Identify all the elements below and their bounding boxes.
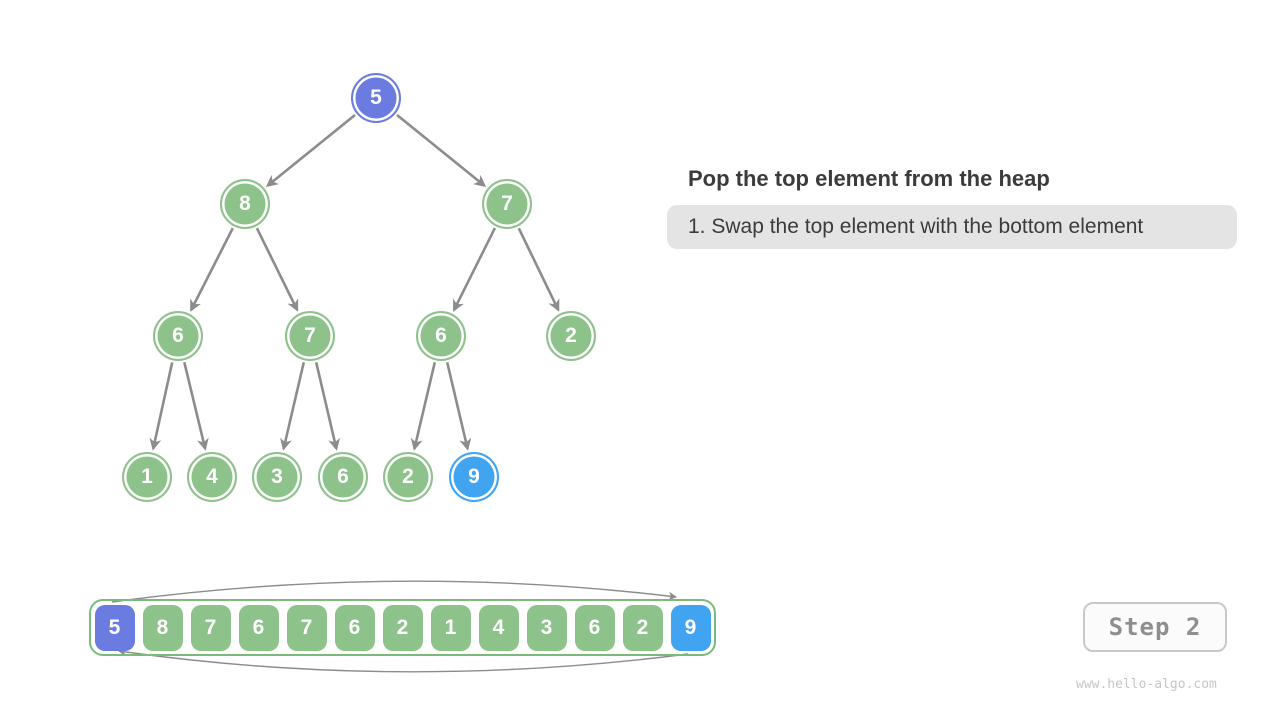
tree-node-1: 8 <box>220 179 270 229</box>
tree-node-2: 7 <box>482 179 532 229</box>
tree-edge <box>149 362 174 451</box>
array-cell-8: 4 <box>478 604 519 651</box>
swap-arrow-top <box>111 580 677 603</box>
array-cell-11: 2 <box>622 604 663 651</box>
array-cell-4: 7 <box>286 604 327 651</box>
step-note: 1. Swap the top element with the bottom … <box>667 205 1237 249</box>
tree-edge <box>183 361 209 451</box>
tree-node-0: 5 <box>351 73 401 123</box>
tree-node-10: 6 <box>318 452 368 502</box>
heap-array: 5 8 7 6 7 6 2 1 4 3 6 2 9 <box>89 599 716 656</box>
tree-node-9: 3 <box>252 452 302 502</box>
tree-node-6: 2 <box>546 311 596 361</box>
array-cell-3: 6 <box>238 604 279 651</box>
tree-node-3: 6 <box>153 311 203 361</box>
tree-edges <box>149 113 560 451</box>
tree-node-8: 4 <box>187 452 237 502</box>
array-cell-6: 2 <box>382 604 423 651</box>
tree-node-11: 2 <box>383 452 433 502</box>
array-cell-10: 6 <box>574 604 615 651</box>
tree-edge <box>189 227 234 312</box>
page-title: Pop the top element from the heap <box>688 166 1050 191</box>
tree-node-12: 9 <box>449 452 499 502</box>
tree-edge <box>445 362 472 451</box>
tree-edge <box>265 113 356 188</box>
array-cell-5: 6 <box>334 604 375 651</box>
array-cell-9: 3 <box>526 604 567 651</box>
tree-edge <box>280 362 306 451</box>
tree-edge <box>452 227 497 312</box>
tree-edge <box>255 227 299 312</box>
array-cell-12: 9 <box>670 604 711 651</box>
tree-edge <box>396 113 487 188</box>
array-cell-0: 5 <box>94 604 135 651</box>
swap-arrow-bottom <box>118 647 689 673</box>
tree-edge <box>410 362 437 451</box>
step-indicator[interactable]: Step 2 <box>1083 602 1227 652</box>
tree-node-7: 1 <box>122 452 172 502</box>
array-cell-1: 8 <box>142 604 183 651</box>
tree-node-4: 7 <box>285 311 335 361</box>
swap-arrows <box>111 580 689 673</box>
watermark: www.hello-algo.com <box>1076 677 1217 692</box>
tree-edge <box>517 227 560 312</box>
tree-node-5: 6 <box>416 311 466 361</box>
array-cell-2: 7 <box>190 604 231 651</box>
array-cell-7: 1 <box>430 604 471 651</box>
tree-edge <box>314 362 340 451</box>
